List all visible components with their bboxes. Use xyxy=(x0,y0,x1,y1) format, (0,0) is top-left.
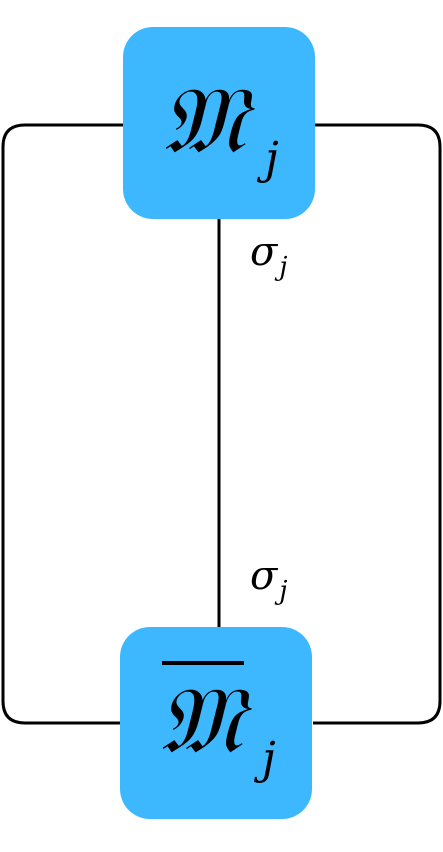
node-top-symbol: 𝔐 xyxy=(161,67,246,174)
edge-label-top-subscript: j xyxy=(279,252,288,282)
edge-label-bottom: σj xyxy=(250,553,287,604)
outer-loop-edge xyxy=(1,123,442,725)
node-bottom-subscript: j xyxy=(262,733,276,784)
node-m-bar-j[interactable]: 𝔐 j xyxy=(120,627,312,819)
node-bottom-symbol: 𝔐 xyxy=(158,667,243,774)
overbar-mark xyxy=(162,661,244,665)
edge-label-top-symbol: σ xyxy=(250,229,278,275)
node-top-subscript: j xyxy=(265,133,279,184)
edge-label-bottom-symbol: σ xyxy=(250,553,278,599)
node-m-j[interactable]: 𝔐 j xyxy=(123,27,315,219)
edge-label-bottom-subscript: j xyxy=(279,576,288,606)
edge-label-top: σj xyxy=(250,229,287,280)
